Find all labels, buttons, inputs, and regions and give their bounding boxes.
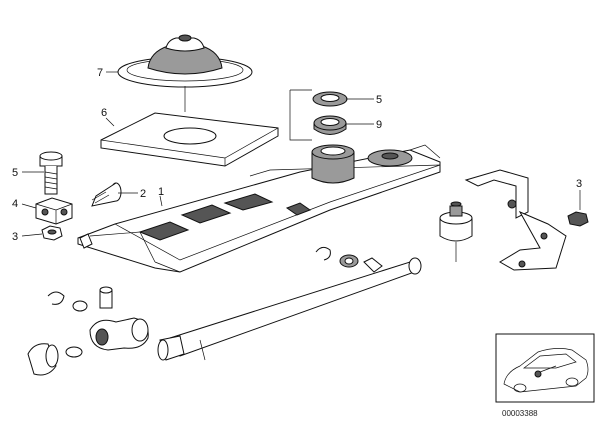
insulation-plate xyxy=(100,112,279,167)
clip-and-washer xyxy=(315,246,383,273)
joint-parts xyxy=(27,286,149,376)
sensor-unit xyxy=(439,201,473,262)
hex-nut-left xyxy=(41,225,63,241)
inset-part-number: 00003388 xyxy=(502,409,538,418)
callout-3-right: 3 xyxy=(576,178,582,190)
callout-2: 2 xyxy=(140,188,146,200)
leader-lines xyxy=(21,71,581,237)
callout-5-bolt: 5 xyxy=(12,167,18,179)
callout-5-upper: 5 xyxy=(376,94,382,106)
car-silhouette xyxy=(503,348,589,393)
nut-block xyxy=(35,197,73,225)
rings xyxy=(289,89,348,141)
hex-nut-right xyxy=(567,211,589,227)
callout-3-left: 3 xyxy=(12,231,18,243)
shift-bracket xyxy=(77,144,441,273)
callout-4: 4 xyxy=(12,198,18,210)
callout-7: 7 xyxy=(97,67,103,79)
shift-rod xyxy=(157,257,422,361)
shift-boot xyxy=(117,34,253,112)
callout-1: 1 xyxy=(158,186,164,198)
bolt xyxy=(39,151,63,195)
stud xyxy=(91,182,122,207)
callout-9: 9 xyxy=(376,119,382,131)
callout-6: 6 xyxy=(101,107,107,119)
location-inset: 00003388 xyxy=(495,333,595,418)
side-bracket xyxy=(464,169,567,271)
callout-labels: 7 6 5 9 5 2 1 4 3 3 xyxy=(12,67,582,243)
